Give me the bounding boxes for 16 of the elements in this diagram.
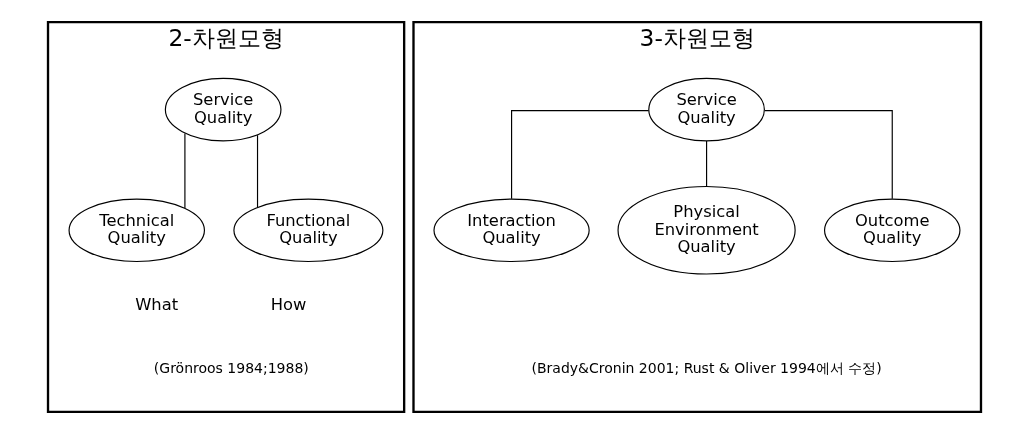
node-ellipse: Functional Quality <box>233 198 384 263</box>
node-ellipse: Physical Environment Quality <box>617 185 796 275</box>
connector <box>706 140 708 187</box>
connector <box>764 109 893 200</box>
node-label: What <box>135 294 179 314</box>
node-ellipse: Technical Quality <box>68 198 206 263</box>
connector <box>511 109 650 200</box>
node-ellipse: Service Quality <box>648 77 765 142</box>
node-ellipse: Interaction Quality <box>433 198 590 263</box>
node-label: How <box>270 294 307 314</box>
label: (Brady&Cronin 2001; Rust & Oliver 1994에서 수정) <box>531 360 882 377</box>
label: (Grönroos 1984;1988) <box>153 360 309 377</box>
connector <box>184 132 186 209</box>
node-ellipse: Outcome Quality <box>823 198 961 263</box>
node-ellipse: Service Quality <box>164 77 282 142</box>
connector <box>256 134 259 208</box>
